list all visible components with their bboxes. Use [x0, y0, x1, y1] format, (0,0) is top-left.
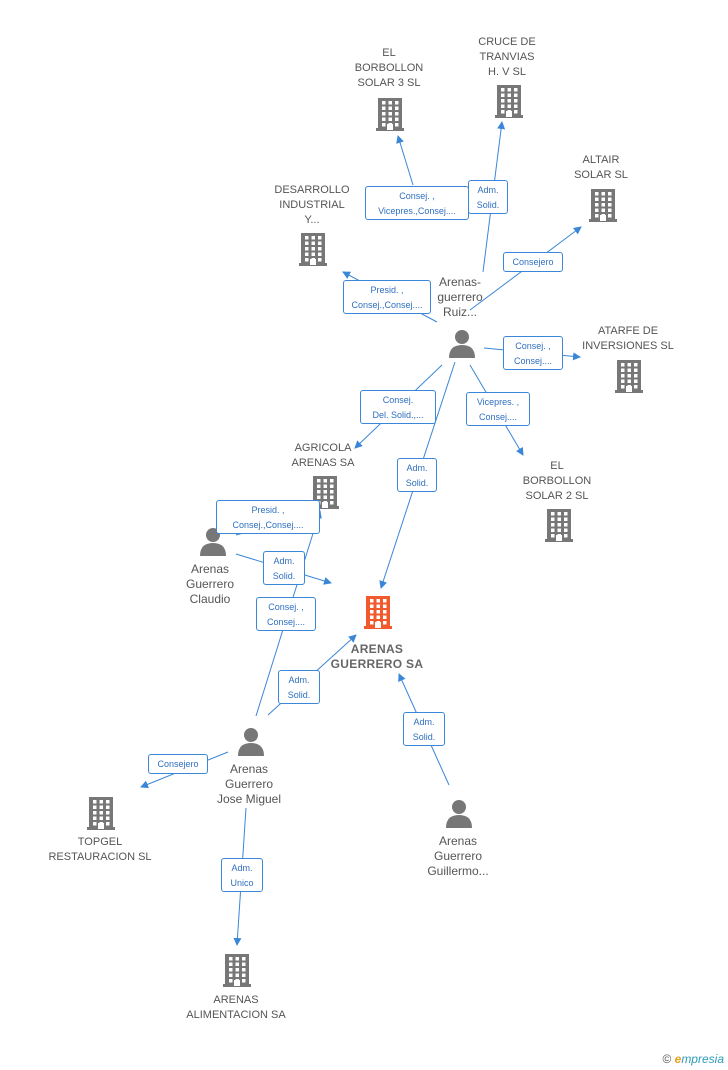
altair-building-icon[interactable]: [588, 188, 618, 227]
borbollon3-label: EL BORBOLLON SOLAR 3 SL: [354, 47, 424, 89]
agricola-building-icon[interactable]: [310, 475, 340, 514]
borbollon2-building-icon[interactable]: [544, 508, 574, 547]
alimentacion-building-icon[interactable]: [222, 953, 252, 992]
edge-label-josemiguel-main[interactable]: Adm. Solid.: [278, 670, 320, 704]
edge-label-ruiz-main[interactable]: Adm. Solid.: [397, 458, 437, 492]
borbollon2-label: EL BORBOLLON SOLAR 2 SL: [522, 460, 592, 502]
josemiguel-node[interactable]: Arenas Guerrero Jose Miguel: [179, 762, 319, 807]
cruce-building-icon[interactable]: [494, 84, 524, 123]
agricola-node[interactable]: AGRICOLA ARENAS SA: [253, 441, 393, 471]
desarrollo-label: DESARROLLO INDUSTRIAL Y...: [274, 184, 350, 226]
ruiz-node[interactable]: Arenas- guerrero Ruiz...: [390, 275, 530, 320]
edge-label-ruiz-borbollon2[interactable]: Vicepres. , Consej....: [466, 392, 530, 426]
borbollon3-node[interactable]: EL BORBOLLON SOLAR 3 SL: [319, 46, 459, 91]
ruiz-person-icon[interactable]: [447, 328, 477, 363]
edge-label-ruiz-agricola[interactable]: Consej. Del. Solid.,...: [360, 390, 436, 424]
edge-label-ruiz-borbollon3[interactable]: Consej. , Vicepres.,Consej....: [365, 186, 469, 220]
empresia-logo: © empresia: [662, 1052, 724, 1066]
desarrollo-building-icon[interactable]: [298, 232, 328, 271]
atarfe-building-icon[interactable]: [614, 359, 644, 398]
edge-label-josemiguel-alimentacion[interactable]: Adm. Unico: [221, 858, 263, 892]
desarrollo-node[interactable]: DESARROLLO INDUSTRIAL Y...: [242, 183, 382, 228]
edge-label-josemiguel-topgel[interactable]: Consejero: [148, 754, 208, 774]
agricola-label: AGRICOLA ARENAS SA: [291, 442, 355, 469]
edge-label-claudio-agricola[interactable]: Presid. , Consej.,Consej....: [216, 500, 320, 534]
topgel-label: TOPGEL RESTAURACION SL: [48, 836, 152, 863]
atarfe-node[interactable]: ATARFE DE INVERSIONES SL: [558, 324, 698, 354]
ruiz-label: Arenas- guerrero Ruiz...: [437, 275, 483, 319]
borbollon2-node[interactable]: EL BORBOLLON SOLAR 2 SL: [487, 459, 627, 504]
topgel-node[interactable]: TOPGEL RESTAURACION SL: [30, 835, 170, 865]
edge-label-ruiz-desarrollo[interactable]: Presid. , Consej.,Consej....: [343, 280, 431, 314]
borbollon3-building-icon[interactable]: [375, 97, 405, 136]
cruce-label: CRUCE DE TRANVIAS H. V SL: [478, 36, 536, 78]
altair-label: ALTAIR SOLAR SL: [574, 154, 628, 181]
edge-label-claudio-main[interactable]: Adm. Solid.: [263, 551, 305, 585]
main-label: ARENAS GUERRERO SA: [330, 642, 424, 671]
josemiguel-label: Arenas Guerrero Jose Miguel: [216, 762, 282, 806]
alimentacion-label: ARENAS ALIMENTACION SA: [186, 994, 286, 1021]
main-node[interactable]: ARENAS GUERRERO SA: [307, 642, 447, 672]
guillermo-person-icon[interactable]: [444, 798, 474, 833]
claudio-node[interactable]: Arenas Guerrero Claudio: [140, 562, 280, 607]
guillermo-label: Arenas Guerrero Guillermo...: [427, 834, 489, 878]
josemiguel-person-icon[interactable]: [236, 726, 266, 761]
guillermo-node[interactable]: Arenas Guerrero Guillermo...: [388, 834, 528, 879]
edge-label-josemiguel-agricola[interactable]: Consej. , Consej....: [256, 597, 316, 631]
edge-label-ruiz-cruce[interactable]: Adm. Solid.: [468, 180, 508, 214]
main-building-icon[interactable]: [362, 595, 392, 634]
edge-label-guillermo-main[interactable]: Adm. Solid.: [403, 712, 445, 746]
cruce-node[interactable]: CRUCE DE TRANVIAS H. V SL: [437, 35, 577, 80]
edge-label-ruiz-atarfe[interactable]: Consej. , Consej....: [503, 336, 563, 370]
edge-ruiz-borbollon3: [396, 135, 414, 186]
topgel-building-icon[interactable]: [86, 796, 116, 835]
alimentacion-node[interactable]: ARENAS ALIMENTACION SA: [166, 993, 306, 1023]
claudio-label: Arenas Guerrero Claudio: [185, 562, 235, 606]
edge-label-ruiz-altair[interactable]: Consejero: [503, 252, 563, 272]
atarfe-label: ATARFE DE INVERSIONES SL: [582, 325, 674, 352]
altair-node[interactable]: ALTAIR SOLAR SL: [531, 153, 671, 183]
